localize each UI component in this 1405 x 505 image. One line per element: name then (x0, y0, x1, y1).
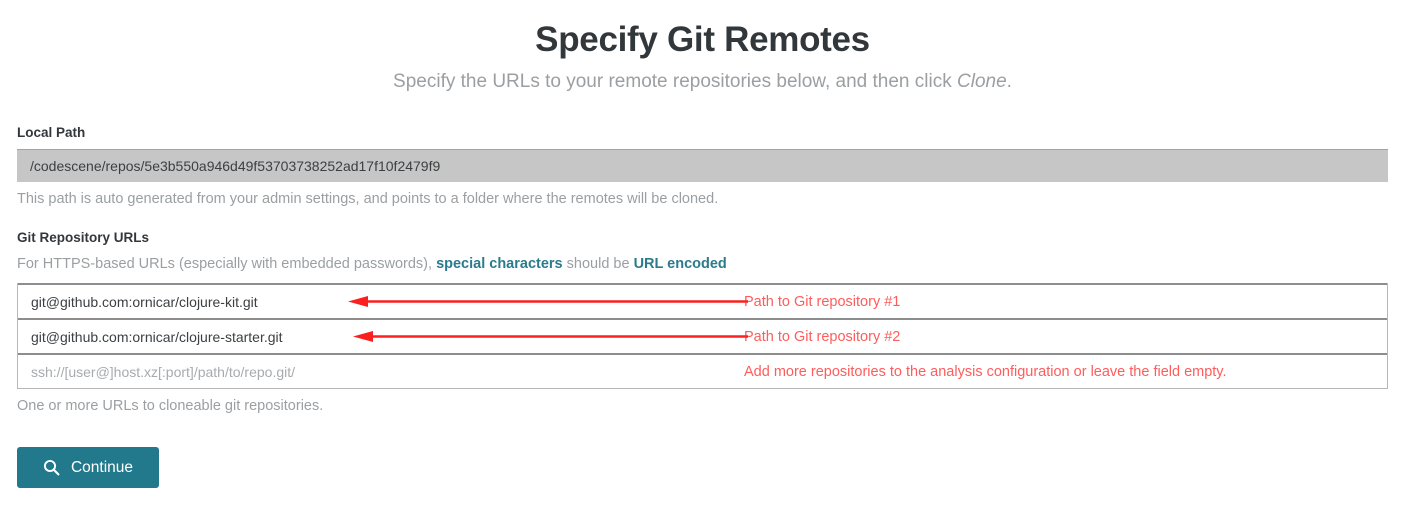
search-icon (43, 459, 60, 476)
git-url-row-2[interactable]: git@github.com:ornicar/clojure-starter.g… (18, 318, 1387, 353)
annotation-arrow-2 (353, 331, 748, 342)
local-path-help: This path is auto generated from your ad… (17, 191, 719, 207)
git-url-row-3[interactable]: ssh://[user@]host.xz[:port]/path/to/repo… (18, 353, 1387, 388)
local-path-label: Local Path (17, 125, 86, 140)
page-subtitle-text-after: . (1006, 71, 1012, 92)
continue-button[interactable]: Continue (17, 447, 159, 488)
url-encoded-link[interactable]: URL encoded (633, 256, 727, 272)
page-title: Specify Git Remotes (535, 20, 870, 59)
git-urls-label: Git Repository URLs (17, 230, 150, 245)
special-characters-link[interactable]: special characters (436, 256, 563, 272)
local-path-input[interactable]: /codescene/repos/5e3b550a946d49f53703738… (17, 149, 1388, 182)
local-path-value: /codescene/repos/5e3b550a946d49f53703738… (30, 158, 441, 174)
page-subtitle-text-before: Specify the URLs to your remote reposito… (393, 71, 957, 92)
git-url-row-1[interactable]: git@github.com:ornicar/clojure-kit.git P… (18, 283, 1387, 318)
git-urls-help: For HTTPS-based URLs (especially with em… (17, 254, 1388, 274)
continue-button-label: Continue (70, 458, 134, 476)
git-url-input-2[interactable]: git@github.com:ornicar/clojure-starter.g… (31, 328, 283, 345)
git-url-input-stack: git@github.com:ornicar/clojure-kit.git P… (17, 283, 1388, 389)
annotation-repo-2: Path to Git repository #2 (744, 329, 901, 345)
git-url-input-1[interactable]: git@github.com:ornicar/clojure-kit.git (31, 293, 258, 310)
git-urls-footer-help: One or more URLs to cloneable git reposi… (17, 398, 324, 414)
page-subtitle: Specify the URLs to your remote reposito… (0, 61, 1405, 94)
section-spacer (17, 209, 1388, 229)
page-subtitle-emphasis: Clone (957, 71, 1007, 92)
git-urls-help-part2: should be (562, 256, 634, 272)
remotes-form: Local Path /codescene/repos/5e3b550a946d… (17, 124, 1388, 416)
annotation-arrow-1 (348, 296, 748, 307)
git-urls-help-part1: For HTTPS-based URLs (especially with em… (17, 256, 437, 272)
annotation-repo-3: Add more repositories to the analysis co… (744, 364, 1227, 380)
annotation-repo-1: Path to Git repository #1 (744, 294, 901, 310)
git-url-input-3[interactable]: ssh://[user@]host.xz[:port]/path/to/repo… (31, 363, 296, 380)
